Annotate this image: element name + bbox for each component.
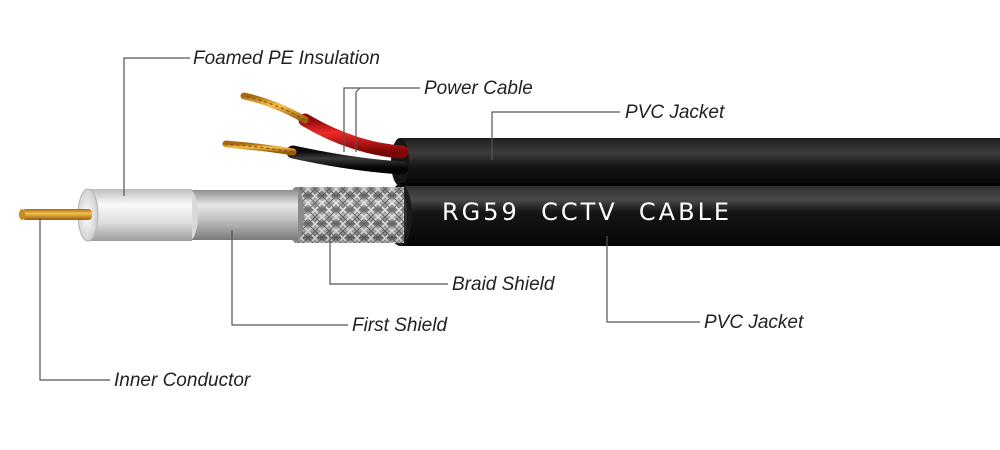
callout-labels: Foamed PE Insulation Power Cable PVC Jac… bbox=[114, 48, 804, 391]
label-pvc-jacket-bottom: PVC Jacket bbox=[704, 312, 804, 333]
leader-power-cable-2 bbox=[355, 87, 361, 152]
leader-pvc-jacket-top bbox=[491, 111, 620, 160]
power-pvc-jacket bbox=[391, 138, 1000, 186]
leader-pvc-jacket-bottom bbox=[606, 236, 700, 323]
inner-conductor bbox=[19, 209, 92, 220]
label-first-shield: First Shield bbox=[352, 315, 448, 336]
label-power-cable: Power Cable bbox=[424, 78, 533, 99]
foamed-pe-insulation bbox=[77, 188, 192, 242]
leader-inner-conductor bbox=[39, 218, 110, 381]
leader-lines bbox=[39, 57, 700, 381]
leader-first-shield bbox=[231, 230, 348, 326]
leader-foamed-pe bbox=[123, 57, 190, 196]
leader-power-cable bbox=[343, 87, 420, 152]
label-pvc-jacket-top: PVC Jacket bbox=[625, 102, 725, 123]
black-wire-copper bbox=[222, 140, 297, 156]
black-wire bbox=[286, 145, 409, 175]
power-wires bbox=[222, 92, 409, 175]
label-braid-shield: Braid Shield bbox=[452, 274, 556, 295]
red-wire-copper bbox=[240, 92, 309, 124]
braid-shield bbox=[288, 187, 404, 243]
first-shield-foil bbox=[182, 190, 298, 240]
label-inner-conductor: Inner Conductor bbox=[114, 370, 251, 391]
red-wire bbox=[298, 113, 409, 159]
label-foamed-pe-insulation: Foamed PE Insulation bbox=[193, 48, 380, 69]
cable-print-text: RG59 CCTV CABLE bbox=[442, 198, 732, 226]
leader-braid-shield bbox=[329, 230, 448, 285]
